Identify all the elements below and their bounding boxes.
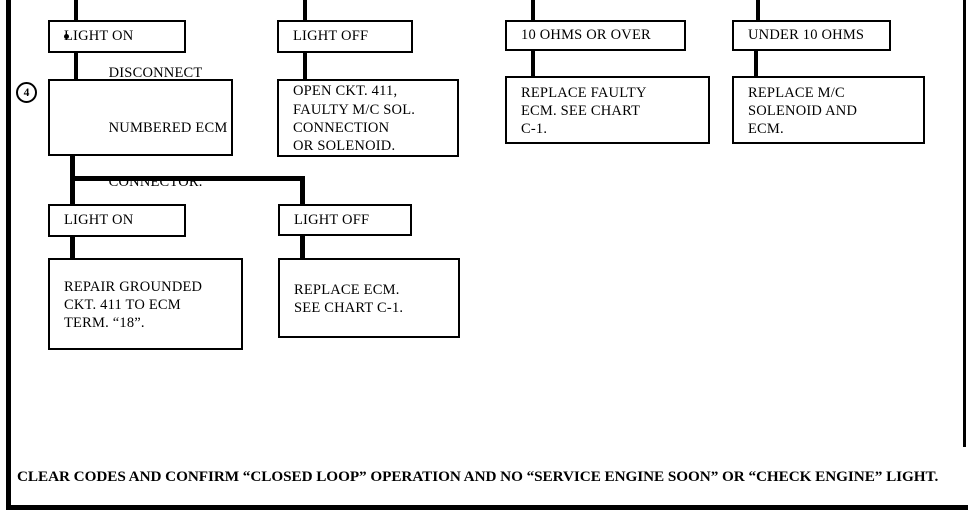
node-replace-faulty-ecm-line-1: REPLACE FAULTY bbox=[521, 84, 647, 101]
node-disconnect-ecm-connector[interactable]: DISCONNECT NUMBERED ECM CONNECTOR. bbox=[48, 34, 233, 190]
node-disconnect-line-1: DISCONNECT bbox=[64, 27, 223, 100]
node-replace-ecm-text: REPLACE ECM. SEE CHART C-1. bbox=[294, 281, 450, 318]
node-under-10-ohms-label: UNDER 10 OHMS bbox=[748, 27, 865, 44]
node-open-ckt-411[interactable]: OPEN CKT. 411, FAULTY M/C SOL. CONNECTIO… bbox=[277, 79, 459, 157]
connector-lightoff-bottom-to-replace bbox=[300, 236, 305, 259]
connector-lighton-to-disconnect bbox=[74, 53, 78, 79]
node-replace-mc-solenoid-line-3: ECM. bbox=[748, 121, 784, 138]
page-border-bottom bbox=[6, 505, 968, 510]
node-disconnect-line-2: NUMBERED ECM bbox=[64, 100, 228, 155]
node-replace-mc-solenoid-and-ecm[interactable]: REPLACE M/C SOLENOID AND ECM. bbox=[732, 76, 925, 144]
node-replace-ecm-line-1: REPLACE ECM. bbox=[294, 281, 400, 298]
node-open-ckt-line-4: OR SOLENOID. bbox=[293, 138, 396, 155]
node-disconnect-line-2-text: NUMBERED ECM bbox=[108, 119, 228, 136]
node-replace-mc-solenoid-line-1: REPLACE M/C bbox=[748, 84, 845, 101]
connector-top-stem-4 bbox=[756, 0, 760, 20]
connector-top-stem-1 bbox=[74, 0, 78, 21]
node-open-ckt-line-2: FAULTY M/C SOL. bbox=[293, 101, 416, 118]
node-ohms-10-or-over-label: 10 OHMS OR OVER bbox=[521, 27, 651, 44]
node-replace-mc-solenoid-text: REPLACE M/C SOLENOID AND ECM. bbox=[748, 84, 915, 139]
page-border-right bbox=[963, 0, 966, 447]
node-disconnect-text: DISCONNECT NUMBERED ECM CONNECTOR. bbox=[64, 27, 228, 210]
node-under-10-ohms[interactable]: UNDER 10 OHMS bbox=[732, 20, 891, 51]
node-open-ckt-text: OPEN CKT. 411, FAULTY M/C SOL. CONNECTIO… bbox=[293, 82, 449, 155]
node-disconnect-line-1-text: DISCONNECT bbox=[108, 64, 203, 81]
node-ohms-10-or-over[interactable]: 10 OHMS OR OVER bbox=[505, 20, 686, 51]
node-disconnect-line-3: CONNECTOR. bbox=[64, 155, 223, 210]
node-replace-faulty-ecm-line-2: ECM. SEE CHART bbox=[521, 102, 641, 119]
connector-lighton-bottom-to-repair bbox=[70, 237, 75, 259]
connector-ohmsunder-to-replacemc bbox=[754, 51, 758, 76]
node-disconnect-line-3-text: CONNECTOR. bbox=[108, 174, 203, 191]
node-replace-mc-solenoid-line-2: SOLENOID AND bbox=[748, 102, 858, 119]
connector-branch-drop-right bbox=[300, 176, 305, 205]
bullet-icon bbox=[64, 34, 69, 40]
node-replace-ecm-line-2: SEE CHART C-1. bbox=[294, 300, 404, 316]
connector-top-stem-2 bbox=[303, 0, 307, 21]
node-light-on-bottom[interactable]: LIGHT ON bbox=[48, 204, 186, 237]
connector-lightoff-to-openckt bbox=[303, 53, 307, 79]
node-replace-faulty-ecm[interactable]: REPLACE FAULTY ECM. SEE CHART C-1. bbox=[505, 76, 710, 144]
node-replace-faulty-ecm-text: REPLACE FAULTY ECM. SEE CHART C-1. bbox=[521, 84, 700, 139]
footer-instruction: CLEAR CODES AND CONFIRM “CLOSED LOOP” OP… bbox=[17, 468, 939, 485]
node-repair-grounded-line-2: CKT. 411 TO ECM bbox=[64, 296, 181, 313]
node-light-on-top[interactable]: LIGHT ON bbox=[48, 20, 186, 53]
node-repair-grounded-line-3: TERM. “18”. bbox=[64, 315, 145, 332]
node-repair-grounded-text: REPAIR GROUNDED CKT. 411 TO ECM TERM. “1… bbox=[64, 278, 233, 333]
node-light-off-top-label: LIGHT OFF bbox=[293, 28, 369, 45]
node-open-ckt-line-1: OPEN CKT. 411, bbox=[293, 83, 398, 100]
node-replace-ecm-see-chart[interactable]: REPLACE ECM. SEE CHART C-1. bbox=[278, 258, 460, 338]
node-light-off-bottom-label: LIGHT OFF bbox=[294, 211, 370, 228]
connector-top-stem-3 bbox=[531, 0, 535, 20]
node-repair-grounded-line-1: REPAIR GROUNDED bbox=[64, 278, 203, 295]
node-replace-faulty-ecm-line-3: C-1. bbox=[521, 121, 548, 138]
connector-ohmsover-to-replacefaulty bbox=[531, 51, 535, 76]
node-light-off-top[interactable]: LIGHT OFF bbox=[277, 20, 413, 53]
step-marker-4: 4 bbox=[16, 82, 37, 103]
connector-branch-horizontal bbox=[70, 176, 305, 181]
page-border-left bbox=[6, 0, 11, 509]
node-light-on-top-label: LIGHT ON bbox=[64, 28, 134, 45]
node-repair-grounded-ckt-411[interactable]: REPAIR GROUNDED CKT. 411 TO ECM TERM. “1… bbox=[48, 258, 243, 350]
node-light-on-bottom-label: LIGHT ON bbox=[64, 212, 134, 229]
node-light-off-bottom[interactable]: LIGHT OFF bbox=[278, 204, 412, 236]
node-open-ckt-line-3: CONNECTION bbox=[293, 120, 390, 136]
